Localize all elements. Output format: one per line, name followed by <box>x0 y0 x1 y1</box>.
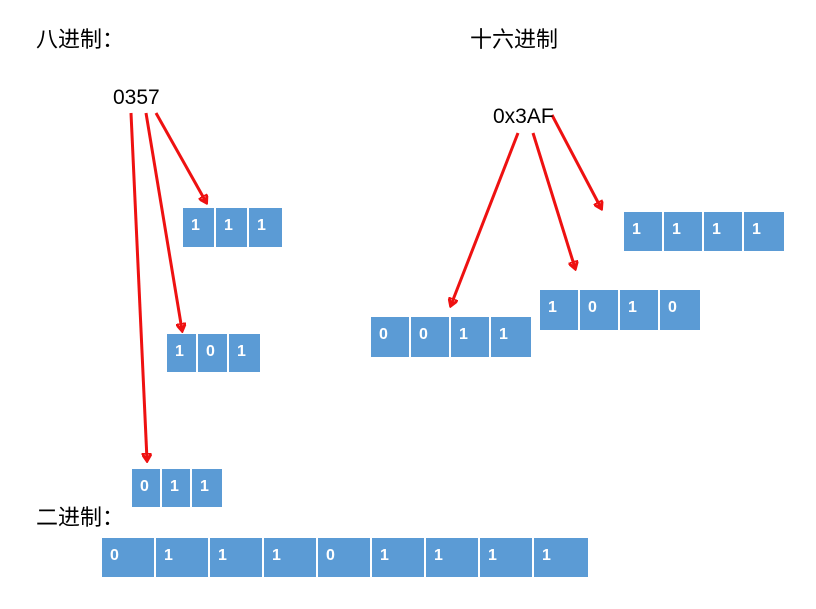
bit-cell: 0 <box>198 334 229 372</box>
bit-cell: 0 <box>318 538 372 577</box>
bit-cell: 1 <box>491 317 531 357</box>
bit-cell: 1 <box>264 538 318 577</box>
arrow-hex-digit-A <box>531 132 575 268</box>
bit-cell: 1 <box>534 538 588 577</box>
bit-cell: 1 <box>426 538 480 577</box>
bit-cell: 1 <box>183 208 216 247</box>
arrow-hex-digit-3 <box>451 132 520 305</box>
octal-group-3: 0 1 1 <box>132 469 222 507</box>
bit-cell: 1 <box>156 538 210 577</box>
bit-cell: 1 <box>540 290 580 330</box>
arrow-octal-digit-3 <box>129 112 147 460</box>
bit-cell: 1 <box>704 212 744 251</box>
bit-cell: 1 <box>480 538 534 577</box>
hex-group-3: 0 0 1 1 <box>371 317 531 357</box>
bit-cell: 1 <box>620 290 660 330</box>
bit-cell: 1 <box>624 212 664 251</box>
hex-title: 十六进制 <box>470 28 559 53</box>
octal-number: 0357 <box>113 86 160 109</box>
octal-group-7: 1 1 1 <box>183 208 282 247</box>
octal-title: 八进制： <box>36 28 125 53</box>
bit-cell: 0 <box>411 317 451 357</box>
bit-cell: 1 <box>744 212 784 251</box>
bit-cell: 0 <box>132 469 162 507</box>
hex-group-A: 1 0 1 0 <box>540 290 700 330</box>
bit-cell: 1 <box>664 212 704 251</box>
bit-cell: 1 <box>229 334 260 372</box>
bit-cell: 1 <box>216 208 249 247</box>
bit-cell: 1 <box>210 538 264 577</box>
bit-cell: 1 <box>192 469 222 507</box>
arrow-hex-digit-F <box>550 114 601 208</box>
bit-cell: 1 <box>162 469 192 507</box>
bit-cell: 0 <box>102 538 156 577</box>
hex-number: 0x3AF <box>493 105 554 128</box>
bit-cell: 0 <box>660 290 700 330</box>
binary-title: 二进制： <box>36 506 125 531</box>
bit-cell: 1 <box>451 317 491 357</box>
arrow-octal-digit-7 <box>154 112 206 202</box>
bit-cell: 0 <box>580 290 620 330</box>
bit-cell: 1 <box>167 334 198 372</box>
octal-group-5: 1 0 1 <box>167 334 260 372</box>
bit-cell: 1 <box>372 538 426 577</box>
binary-bits: 0 1 1 1 0 1 1 1 1 <box>102 538 588 577</box>
bit-cell: 0 <box>371 317 411 357</box>
bit-cell: 1 <box>249 208 282 247</box>
hex-group-F: 1 1 1 1 <box>624 212 784 251</box>
arrow-octal-digit-5 <box>144 112 182 330</box>
